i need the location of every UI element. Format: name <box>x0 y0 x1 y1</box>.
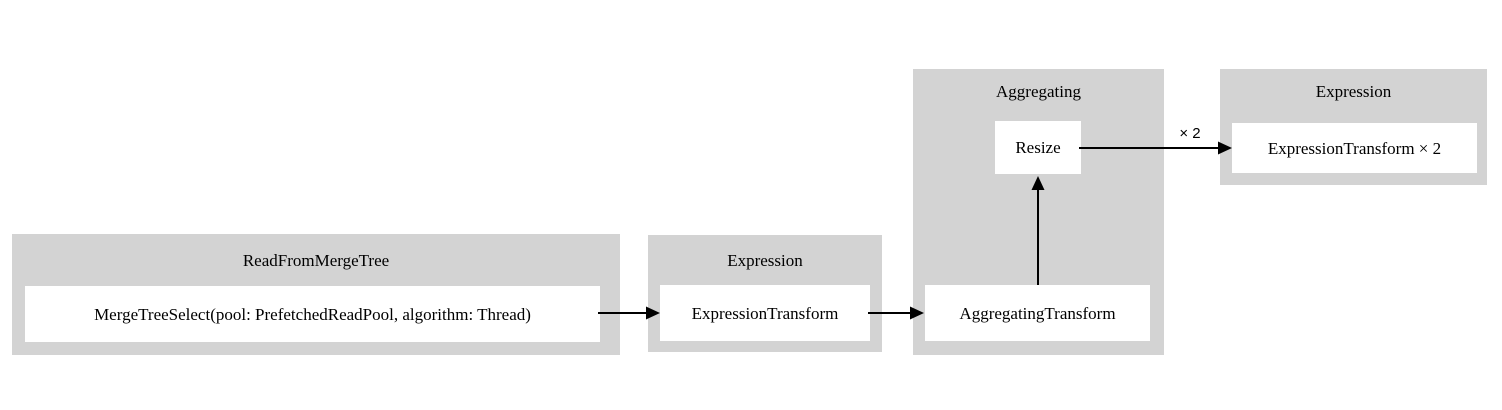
node-label-expression-transform-1: ExpressionTransform <box>691 303 839 323</box>
cluster-title-expression-1: Expression <box>727 251 803 270</box>
node-expression-transform-2[interactable]: ExpressionTransform × 2 <box>1232 123 1477 173</box>
node-merge-tree-select[interactable]: MergeTreeSelect(pool: PrefetchedReadPool… <box>25 286 600 342</box>
node-label-expression-transform-2: ExpressionTransform × 2 <box>1267 138 1442 158</box>
node-label-aggregating-transform: AggregatingTransform <box>959 303 1116 323</box>
edge-expression-transform-to-aggregating-transform <box>868 306 924 320</box>
cluster-title-read-from-merge-tree: ReadFromMergeTree <box>242 251 390 270</box>
edge-merge-tree-select-to-expression-transform <box>598 306 660 320</box>
edge-aggregating-transform-to-resize <box>1031 176 1045 285</box>
node-aggregating-transform[interactable]: AggregatingTransform <box>925 285 1150 341</box>
node-label-resize: Resize <box>1015 138 1061 157</box>
edge-resize-to-expression-transform-2 <box>1079 141 1232 155</box>
node-resize[interactable]: Resize <box>995 121 1081 174</box>
node-expression-transform-1[interactable]: ExpressionTransform <box>660 285 870 341</box>
cluster-title-expression-2: Expression <box>1315 82 1392 101</box>
edge-label-resize-to-expression-transform-2: × 2 <box>1179 125 1201 142</box>
cluster-title-aggregating: Aggregating <box>996 82 1081 101</box>
node-label-merge-tree-select: MergeTreeSelect(pool: PrefetchedReadPool… <box>94 304 531 324</box>
